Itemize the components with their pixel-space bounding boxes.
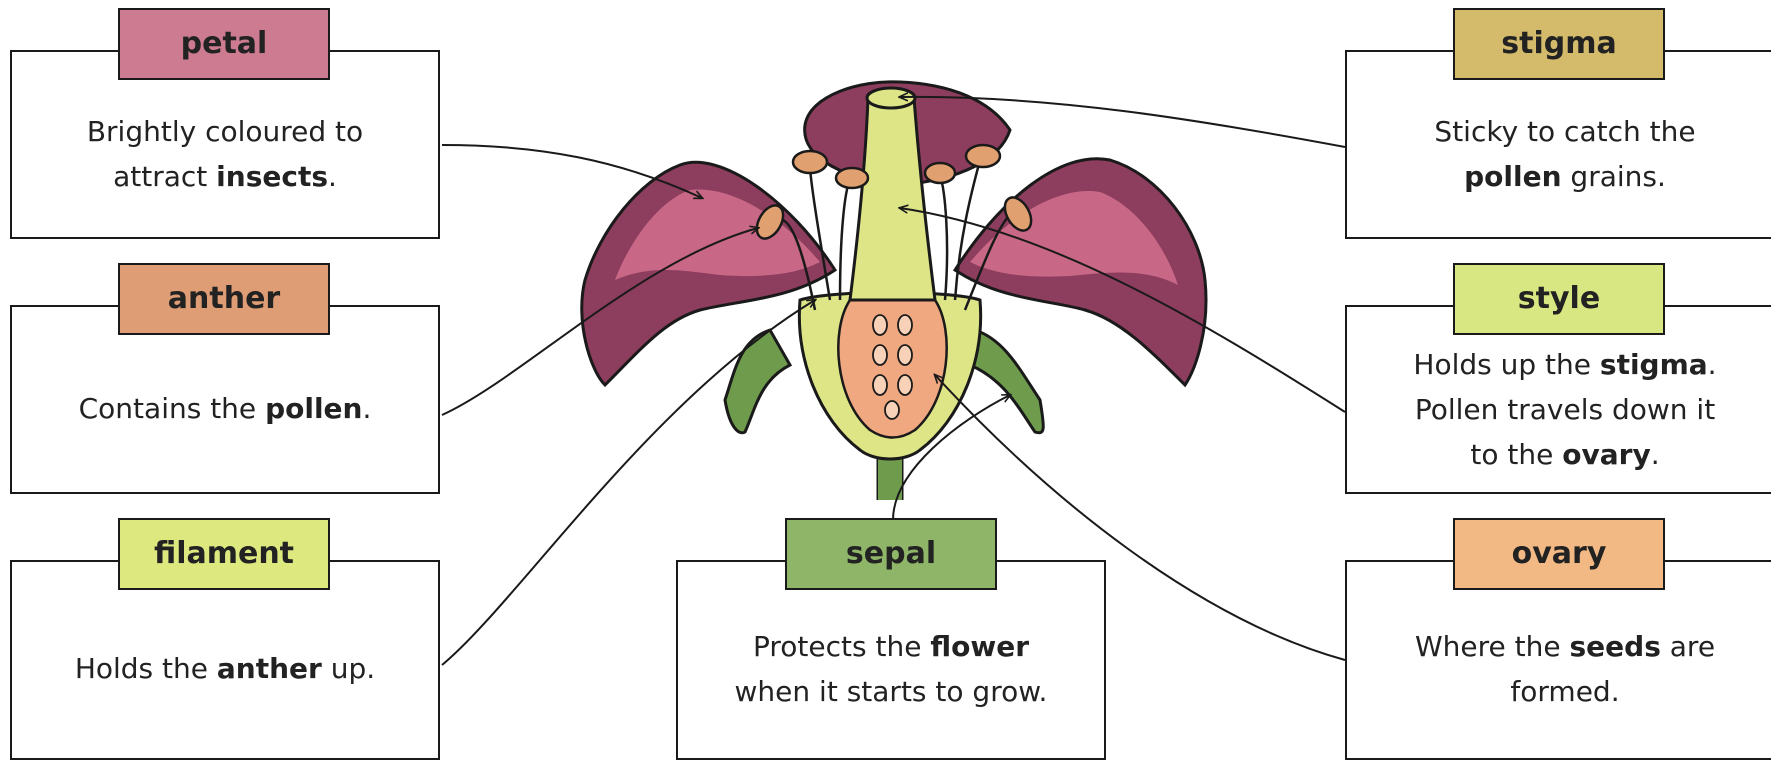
bold-keyword: pollen xyxy=(1464,160,1561,193)
ovary-label: ovary xyxy=(1512,536,1607,571)
description-line: Where the seeds are xyxy=(1347,624,1771,669)
style-label: style xyxy=(1518,281,1600,316)
anther-label: anther xyxy=(168,281,280,316)
stigma-shape xyxy=(867,88,915,108)
bold-keyword: flower xyxy=(930,630,1029,663)
description-line: to the ovary. xyxy=(1347,432,1771,477)
description-line: Pollen travels down it xyxy=(1347,387,1771,432)
bold-keyword: insects xyxy=(216,160,328,193)
description-line: formed. xyxy=(1347,669,1771,714)
bold-keyword: seeds xyxy=(1570,630,1661,663)
style-tag: style xyxy=(1453,263,1665,335)
bold-keyword: stigma xyxy=(1600,348,1708,381)
sepal-tag: sepal xyxy=(785,518,997,590)
filament-description: Holds the anther up. xyxy=(12,646,438,691)
description-line: Holds up the stigma. xyxy=(1347,342,1771,387)
sepal-label: sepal xyxy=(846,536,936,571)
filament-label: filament xyxy=(154,536,294,571)
description-line: Sticky to catch the xyxy=(1347,109,1771,154)
style-description: Holds up the stigma.Pollen travels down … xyxy=(1347,342,1771,477)
stigma-label: stigma xyxy=(1501,26,1616,61)
description-line: Brightly coloured to xyxy=(12,109,438,154)
bold-keyword: ovary xyxy=(1562,438,1650,471)
stigma-tag: stigma xyxy=(1453,8,1665,80)
description-line: attract insects. xyxy=(12,154,438,199)
filament-box: Holds the anther up. xyxy=(10,560,440,760)
ovary-tag: ovary xyxy=(1453,518,1665,590)
description-line: Holds the anther up. xyxy=(12,646,438,691)
bold-keyword: anther xyxy=(217,652,322,685)
description-line: Protects the flower xyxy=(678,624,1104,669)
description-line: when it starts to grow. xyxy=(678,669,1104,714)
anther-description: Contains the pollen. xyxy=(12,386,438,431)
description-line: pollen grains. xyxy=(1347,154,1771,199)
bold-keyword: pollen xyxy=(265,392,362,425)
anther-tag: anther xyxy=(118,263,330,335)
petal-tag: petal xyxy=(118,8,330,80)
description-line: Contains the pollen. xyxy=(12,386,438,431)
petal-label: petal xyxy=(181,26,268,61)
filament-tag: filament xyxy=(118,518,330,590)
right-sepal xyxy=(970,330,1043,433)
left-sepal xyxy=(725,330,790,433)
